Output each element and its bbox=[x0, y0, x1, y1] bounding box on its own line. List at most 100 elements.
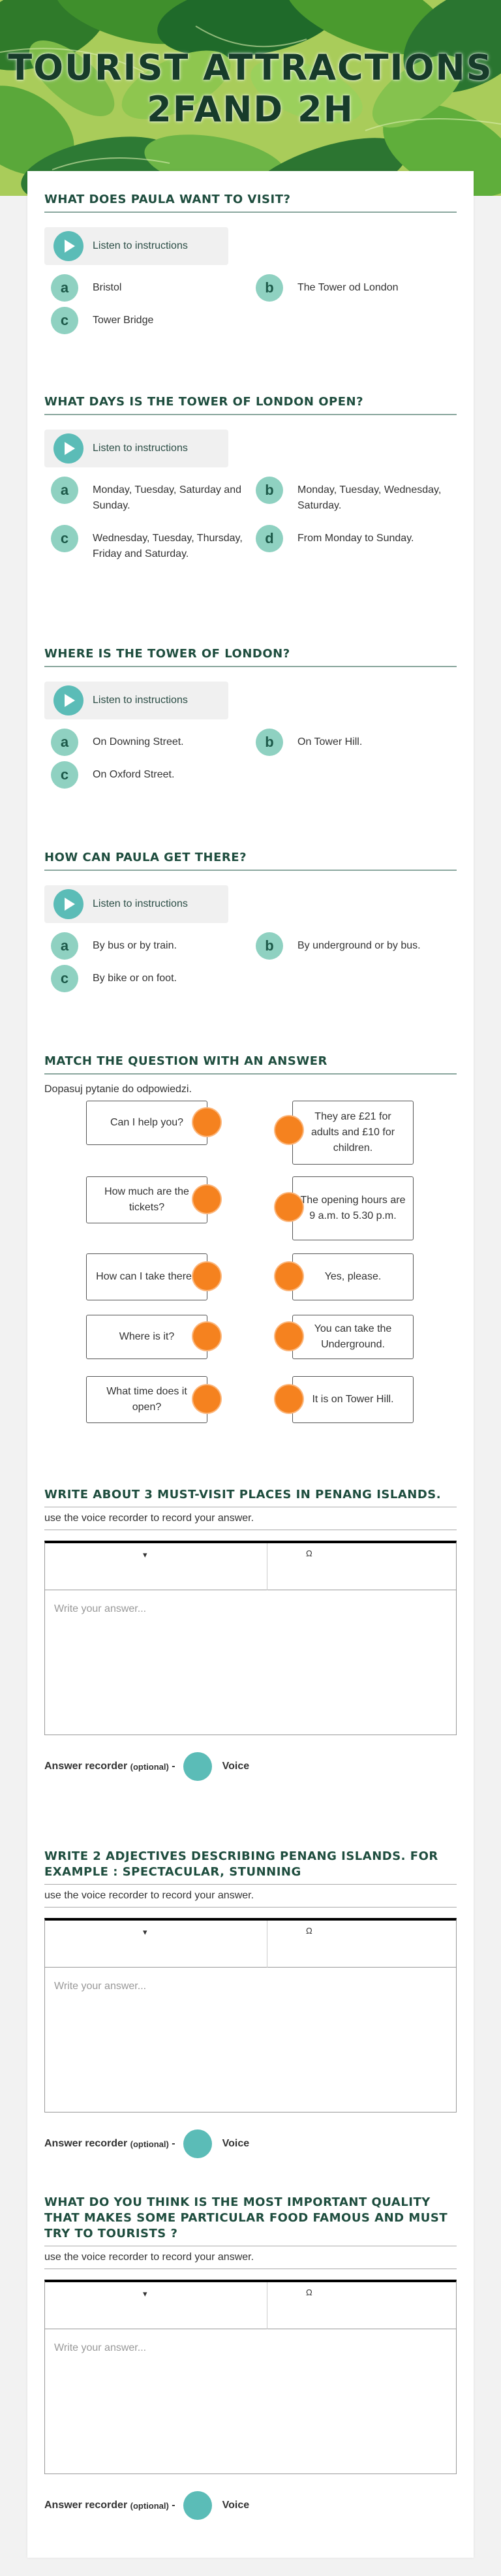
option-b[interactable]: b By underground or by bus. bbox=[256, 932, 458, 960]
match-connector-right[interactable] bbox=[275, 1263, 303, 1290]
question-3-title: WHERE IS THE TOWER OF LONDON? bbox=[44, 646, 457, 667]
play-icon[interactable] bbox=[53, 685, 84, 715]
option-text: By bus or by train. bbox=[93, 940, 177, 951]
options: a By bus or by train. b By underground o… bbox=[44, 932, 457, 995]
recorder-label: Answer recorder bbox=[44, 2500, 128, 2511]
writing-question-1: WRITE ABOUT 3 MUST-VISIT PLACES IN PENAN… bbox=[44, 1487, 457, 1781]
question-2: WHAT DAYS IS THE TOWER OF LONDON OPEN? L… bbox=[44, 394, 457, 588]
option-text: On Downing Street. bbox=[93, 736, 184, 747]
writing-question-3: WHAT DO YOU THINK IS THE MOST IMPORTANT … bbox=[44, 2195, 457, 2520]
option-letter: c bbox=[51, 761, 78, 789]
play-icon[interactable] bbox=[53, 889, 84, 919]
option-c[interactable]: c Tower Bridge bbox=[51, 307, 253, 334]
option-c[interactable]: c On Oxford Street. bbox=[51, 761, 253, 789]
recorder-dash: - bbox=[172, 2500, 175, 2511]
option-letter: b bbox=[256, 932, 283, 960]
special-char-button[interactable]: Ω bbox=[306, 1926, 312, 1936]
option-text: On Oxford Street. bbox=[93, 769, 175, 780]
record-button[interactable] bbox=[183, 2491, 212, 2520]
match-connector-right[interactable] bbox=[275, 1116, 303, 1144]
voice-label: Voice bbox=[222, 1761, 250, 1772]
record-button[interactable] bbox=[183, 2129, 212, 2158]
writing-question-2: WRITE 2 ADJECTIVES DESCRIBING PENANG ISL… bbox=[44, 1849, 457, 2158]
format-dropdown[interactable]: ▾ bbox=[143, 1550, 147, 1560]
match-section: MATCH THE QUESTION WITH AN ANSWER Dopasu… bbox=[44, 1054, 457, 1426]
match-connector-left[interactable] bbox=[193, 1108, 220, 1136]
listen-label: Listen to instructions bbox=[93, 898, 188, 909]
listen-button[interactable]: Listen to instructions bbox=[44, 227, 228, 265]
special-char-button[interactable]: Ω bbox=[306, 2287, 312, 2297]
recorder-label: Answer recorder bbox=[44, 1761, 128, 1772]
match-connector-right[interactable] bbox=[275, 1193, 303, 1221]
listen-label: Listen to instructions bbox=[93, 443, 188, 454]
answer-recorder: Answer recorder (optional) - Voice bbox=[44, 2491, 457, 2520]
match-connector-left[interactable] bbox=[193, 1263, 220, 1290]
option-b[interactable]: b The Tower od London bbox=[256, 274, 458, 302]
option-a[interactable]: a By bus or by train. bbox=[51, 932, 253, 960]
match-connector-left[interactable] bbox=[193, 1385, 220, 1413]
format-dropdown[interactable]: ▾ bbox=[143, 1927, 147, 1937]
writing-instructions: use the voice recorder to record your an… bbox=[44, 2252, 457, 2269]
option-b[interactable]: b On Tower Hill. bbox=[256, 729, 458, 756]
question-3: WHERE IS THE TOWER OF LONDON? Listen to … bbox=[44, 646, 457, 791]
match-connector-right[interactable] bbox=[275, 1385, 303, 1413]
question-4: HOW CAN PAULA GET THERE? Listen to instr… bbox=[44, 850, 457, 995]
option-a[interactable]: a Monday, Tuesday, Saturday and Sunday. bbox=[51, 477, 253, 514]
page-title-line2: 2FAND 2H bbox=[147, 89, 354, 130]
option-c[interactable]: c By bike or on foot. bbox=[51, 965, 253, 992]
option-letter: a bbox=[51, 729, 78, 756]
options: a On Downing Street. b On Tower Hill. c … bbox=[44, 729, 457, 791]
option-a[interactable]: a On Downing Street. bbox=[51, 729, 253, 756]
listen-button[interactable]: Listen to instructions bbox=[44, 885, 228, 923]
answer-recorder: Answer recorder (optional) - Voice bbox=[44, 2129, 457, 2158]
match-connector-left[interactable] bbox=[193, 1186, 220, 1213]
record-button[interactable] bbox=[183, 1752, 212, 1781]
recorder-label: Answer recorder bbox=[44, 2138, 128, 2149]
match-question-box[interactable]: How much are the tickets? bbox=[86, 1176, 207, 1223]
option-letter: a bbox=[51, 477, 78, 504]
option-text: Tower Bridge bbox=[93, 315, 154, 326]
writing-title: WRITE ABOUT 3 MUST-VISIT PLACES IN PENAN… bbox=[44, 1487, 457, 1507]
listen-button[interactable]: Listen to instructions bbox=[44, 430, 228, 467]
writing-title: WHAT DO YOU THINK IS THE MOST IMPORTANT … bbox=[44, 2195, 457, 2246]
play-icon[interactable] bbox=[53, 231, 84, 261]
match-connector-right[interactable] bbox=[275, 1323, 303, 1350]
match-question-box[interactable]: How can I take there? bbox=[86, 1253, 207, 1300]
listen-label: Listen to instructions bbox=[93, 240, 188, 251]
match-answer-box[interactable]: Yes, please. bbox=[292, 1253, 414, 1300]
option-c[interactable]: c Wednesday, Tuesday, Thursday, Friday a… bbox=[51, 525, 253, 562]
recorder-dash: - bbox=[172, 2138, 175, 2149]
answer-textarea[interactable]: Write your answer... bbox=[44, 1968, 457, 2113]
special-char-button[interactable]: Ω bbox=[306, 1548, 312, 1558]
match-answer-box[interactable]: It is on Tower Hill. bbox=[292, 1376, 414, 1423]
option-a[interactable]: a Bristol bbox=[51, 274, 253, 302]
match-answer-box[interactable]: You can take the Underground. bbox=[292, 1315, 414, 1359]
format-dropdown[interactable]: ▾ bbox=[143, 2289, 147, 2299]
header-banner: TOURIST ATTRACTIONS 2FAND 2H bbox=[0, 0, 501, 196]
option-letter: b bbox=[256, 274, 283, 302]
match-question-box[interactable]: Can I help you? bbox=[86, 1101, 207, 1145]
option-letter: d bbox=[256, 525, 283, 552]
recorder-optional: (optional) bbox=[130, 2139, 169, 2149]
option-text: Wednesday, Tuesday, Thursday, Friday and… bbox=[93, 533, 243, 559]
match-connector-left[interactable] bbox=[193, 1323, 220, 1350]
question-4-title: HOW CAN PAULA GET THERE? bbox=[44, 850, 457, 871]
recorder-optional: (optional) bbox=[130, 2500, 169, 2511]
editor-toolbar: ▾ Ω bbox=[44, 2280, 457, 2329]
option-b[interactable]: b Monday, Tuesday, Wednesday, Saturday. bbox=[256, 477, 458, 514]
match-instructions: Dopasuj pytanie do odpowiedzi. bbox=[44, 1084, 192, 1095]
option-letter: b bbox=[256, 729, 283, 756]
page-title-line1: TOURIST ATTRACTIONS bbox=[8, 47, 493, 88]
answer-textarea[interactable]: Write your answer... bbox=[44, 1590, 457, 1735]
match-question-box[interactable]: Where is it? bbox=[86, 1315, 207, 1359]
match-question-box[interactable]: What time does it open? bbox=[86, 1376, 207, 1423]
option-d[interactable]: d From Monday to Sunday. bbox=[256, 525, 458, 552]
listen-button[interactable]: Listen to instructions bbox=[44, 682, 228, 719]
play-icon[interactable] bbox=[53, 433, 84, 463]
editor-toolbar: ▾ Ω bbox=[44, 1918, 457, 1968]
answer-textarea[interactable]: Write your answer... bbox=[44, 2329, 457, 2474]
option-letter: a bbox=[51, 932, 78, 960]
match-answer-box[interactable]: The opening hours are 9 a.m. to 5.30 p.m… bbox=[292, 1176, 414, 1240]
option-text: From Monday to Sunday. bbox=[297, 533, 414, 544]
match-answer-box[interactable]: They are £21 for adults and £10 for chil… bbox=[292, 1101, 414, 1165]
